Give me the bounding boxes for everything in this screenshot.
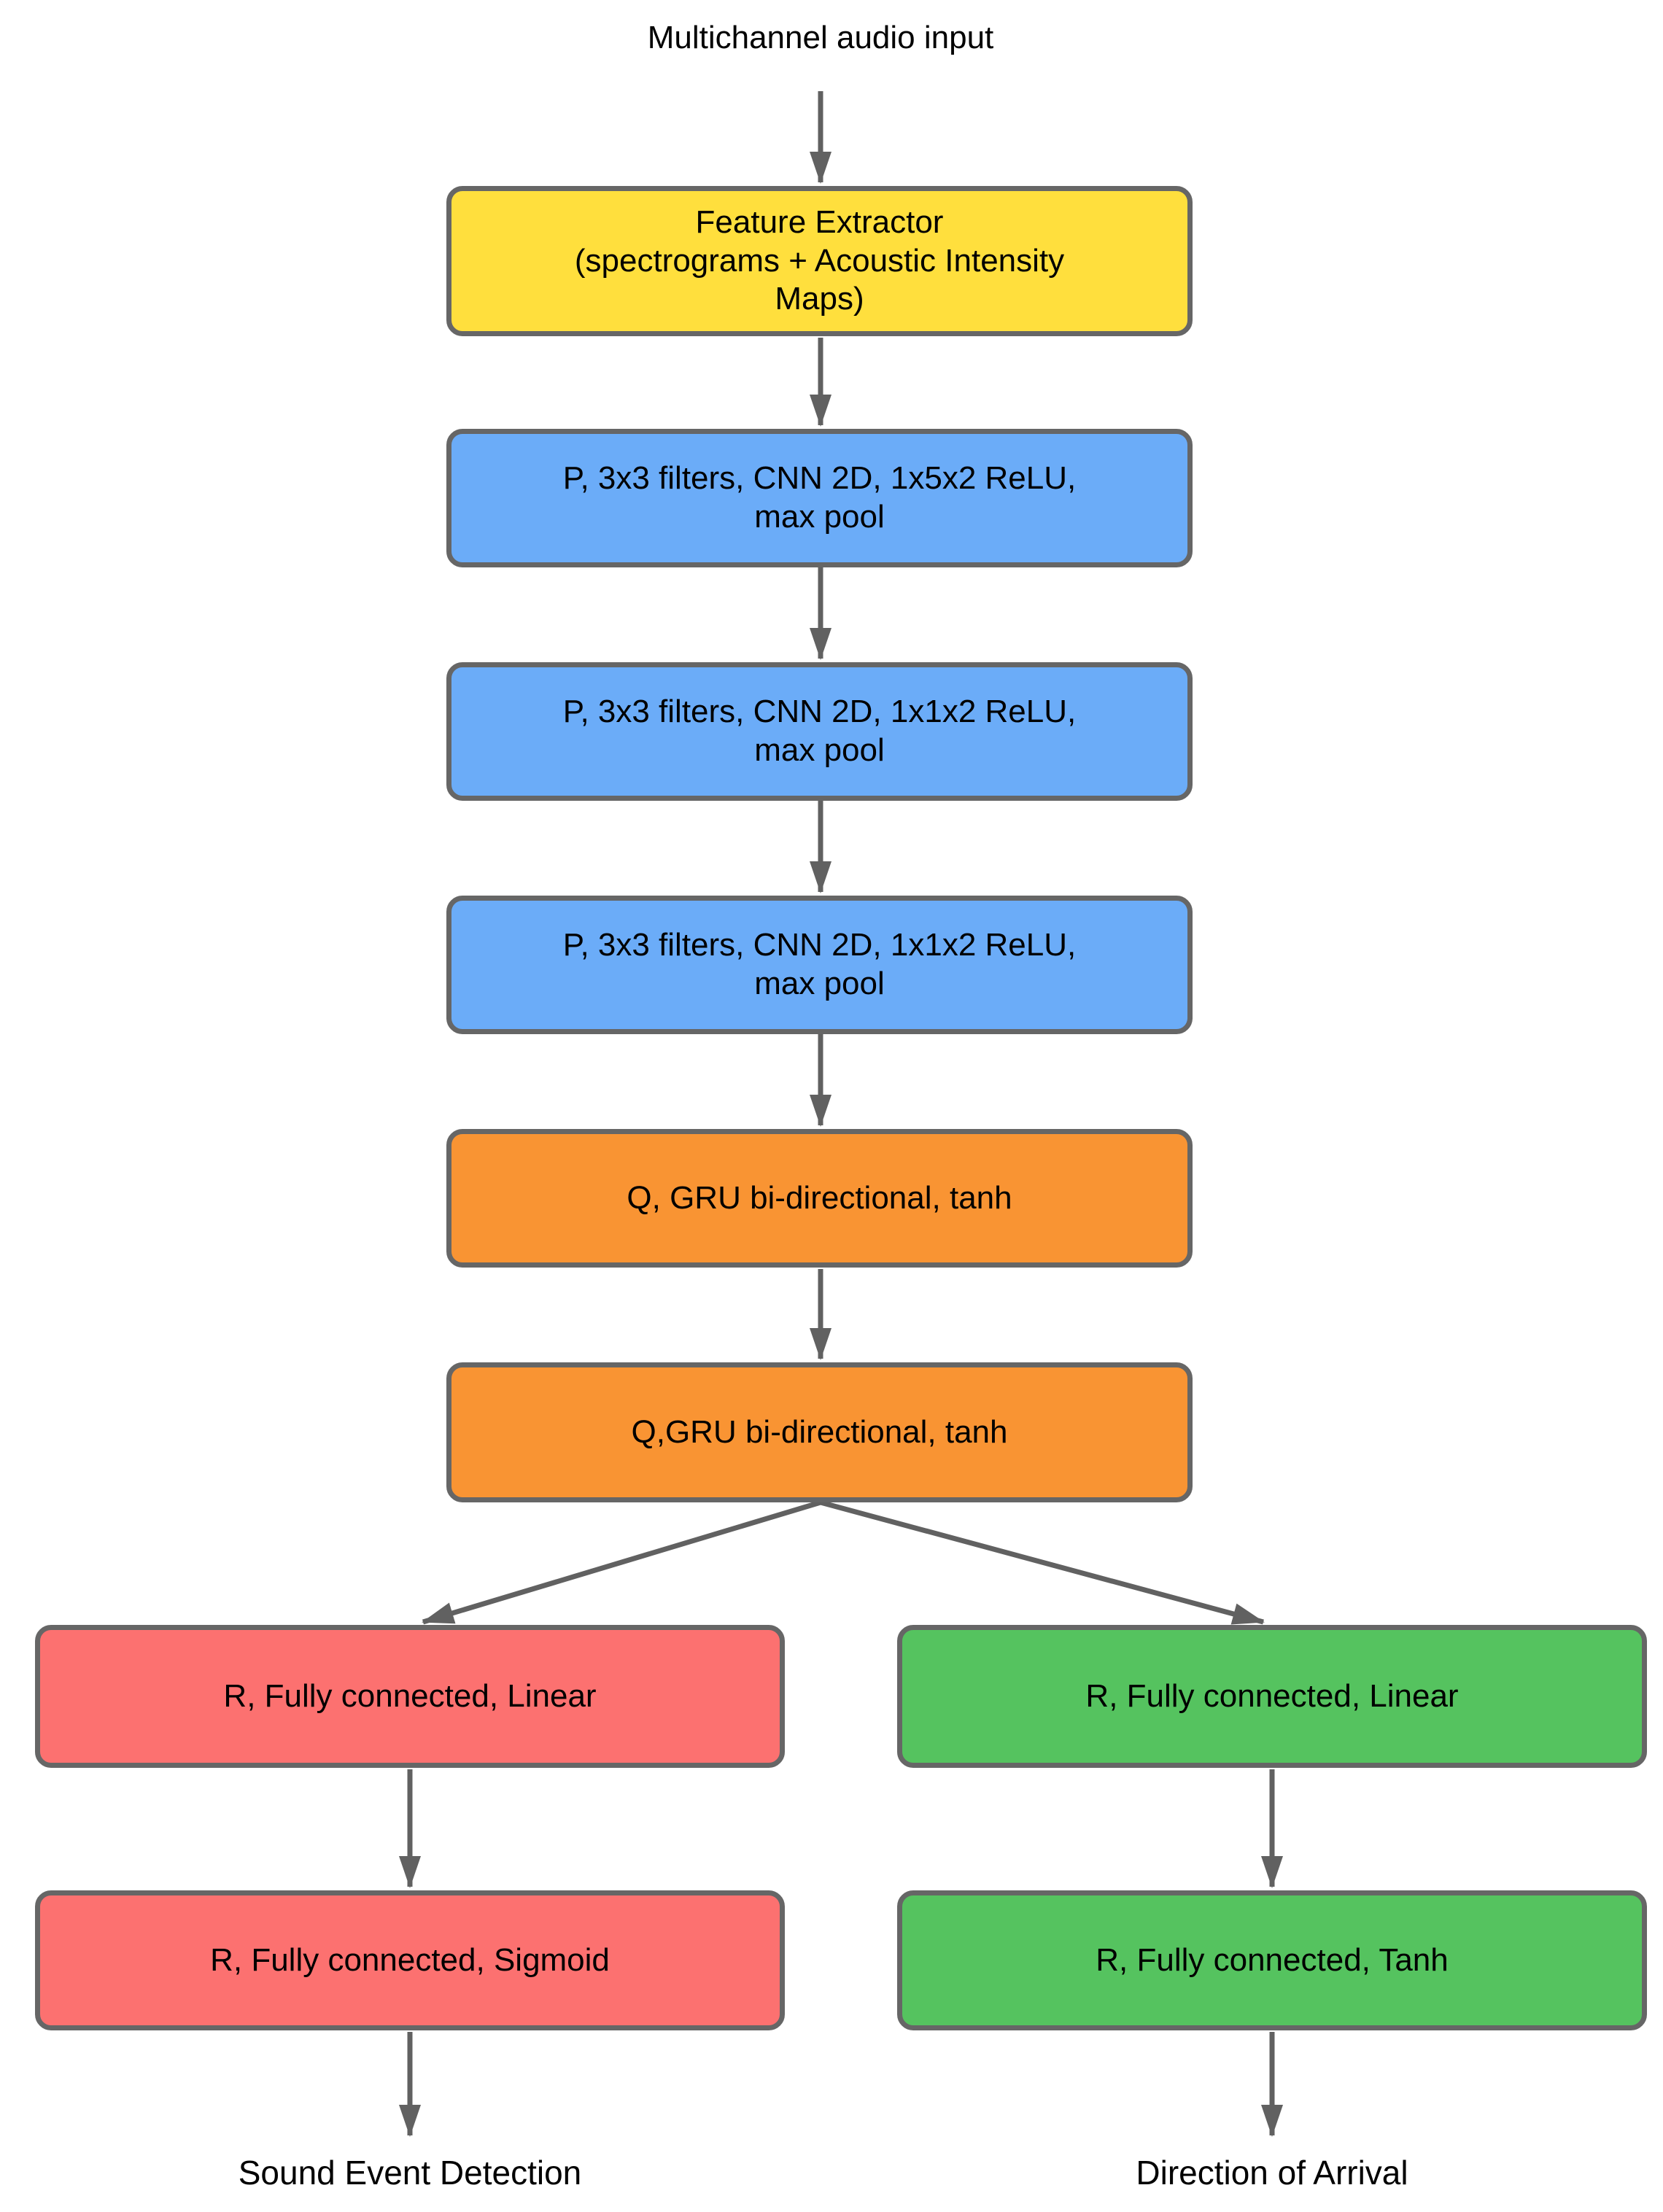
- arrow-gru2-to-sed-fc-linear: [422, 1499, 822, 1625]
- node-cnn-block-1: P, 3x3 filters, CNN 2D, 1x5x2 ReLU, max …: [446, 429, 1193, 567]
- output-label-sound-event-detection: Sound Event Detection: [238, 2154, 582, 2192]
- node-sed-fc-linear: R, Fully connected, Linear: [35, 1625, 785, 1768]
- node-doa-fc-tanh: R, Fully connected, Tanh: [897, 1890, 1647, 2030]
- node-gru-block-2: Q,GRU bi-directional, tanh: [446, 1362, 1193, 1502]
- node-cnn-block-3: P, 3x3 filters, CNN 2D, 1x1x2 ReLU, max …: [446, 896, 1193, 1034]
- node-doa-fc-linear: R, Fully connected, Linear: [897, 1625, 1647, 1768]
- node-sed-fc-sigmoid: R, Fully connected, Sigmoid: [35, 1890, 785, 2030]
- node-gru-block-1: Q, GRU bi-directional, tanh: [446, 1129, 1193, 1268]
- input-label: Multichannel audio input: [647, 20, 994, 55]
- arrow-gru2-to-doa-fc-linear: [820, 1499, 1265, 1625]
- output-label-direction-of-arrival: Direction of Arrival: [1136, 2154, 1408, 2192]
- node-cnn-block-2: P, 3x3 filters, CNN 2D, 1x1x2 ReLU, max …: [446, 662, 1193, 801]
- node-feature-extractor: Feature Extractor (spectrograms + Acoust…: [446, 186, 1193, 336]
